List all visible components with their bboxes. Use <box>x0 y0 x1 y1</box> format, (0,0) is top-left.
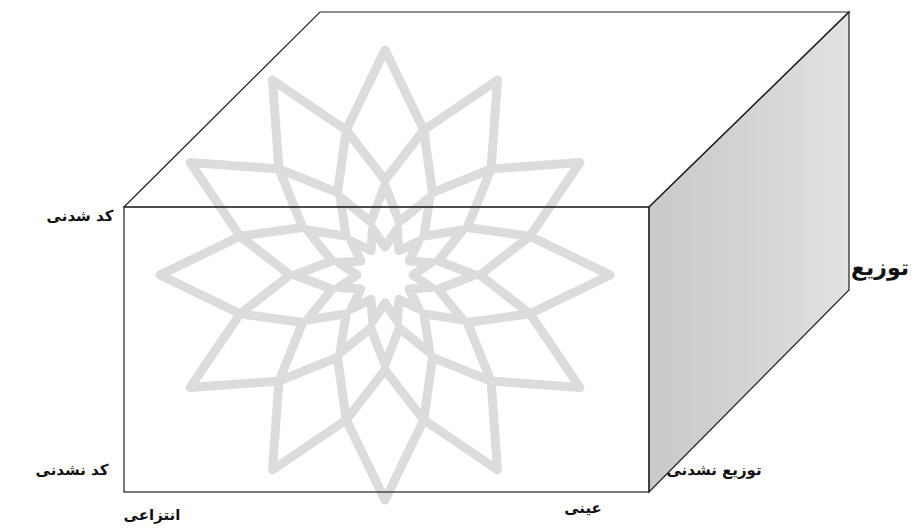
watermark-rosette <box>160 50 610 500</box>
cube-top-face <box>124 12 849 207</box>
rosette-star <box>339 229 432 322</box>
axis-label: انتزاعی <box>124 506 181 524</box>
cube-side-face <box>649 12 849 492</box>
axis-label: کد نشدنی <box>36 461 109 479</box>
axis-title: توزیع <box>851 255 909 281</box>
cube-front-face <box>124 207 649 492</box>
rosette-star <box>240 130 530 420</box>
axis-label: توزیع نشدنی <box>666 461 761 479</box>
rosette-star <box>295 185 475 365</box>
axis-label: کد شدنی <box>47 207 114 225</box>
rosette-star <box>160 50 610 500</box>
axis-label: عینی <box>564 499 602 517</box>
